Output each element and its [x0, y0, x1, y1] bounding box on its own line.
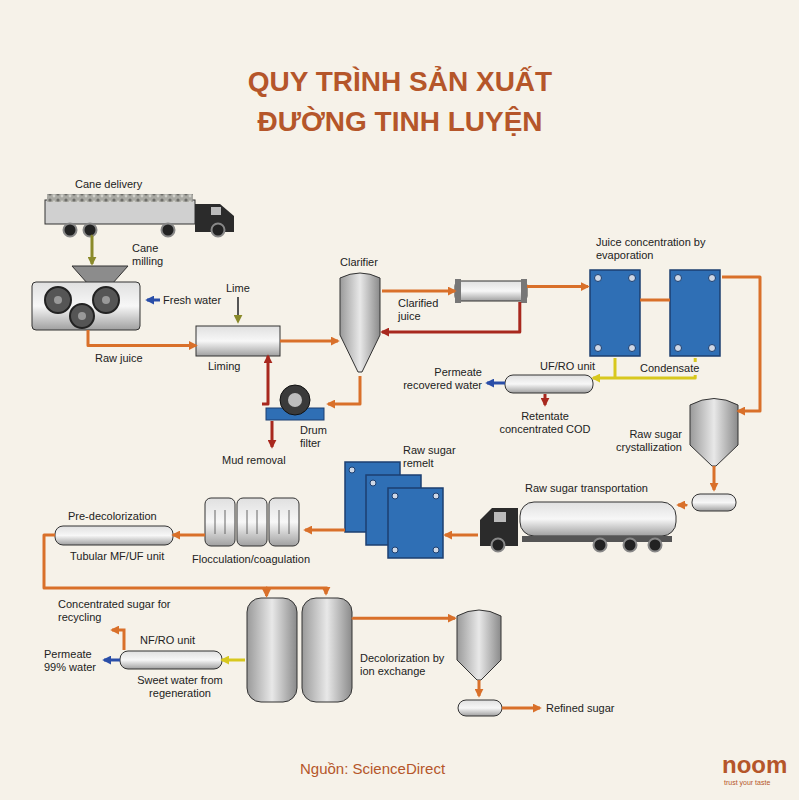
equipment-label: Liming: [208, 360, 258, 373]
flow-arrow: [382, 290, 455, 293]
equipment-node: Cane delivery: [45, 196, 235, 236]
equipment-label: Raw sugar transportation: [525, 482, 675, 495]
equipment-label: Decolorization by ion exchange: [360, 652, 460, 678]
equipment-node: Pre-decolorizationTubular MF/UF unit: [55, 524, 173, 546]
equipment-node: Drum filter: [262, 386, 328, 420]
equipment-label: Clarified juice: [398, 297, 450, 323]
flow-arrow: [44, 535, 267, 596]
diagram-title: QUY TRÌNH SẢN XUẤT ĐƯỜNG TINH LUYỆN: [210, 62, 590, 142]
flow-arrow: [91, 236, 95, 264]
equipment-label: Flocculation/coagulation: [192, 553, 332, 566]
source-caption: Nguồn: ScienceDirect: [300, 760, 500, 778]
equipment-node: Decolorization by ion exchange: [245, 596, 353, 704]
flow-label: Condensate: [640, 362, 710, 375]
equipment-label: Raw sugar remelt: [403, 444, 463, 470]
stream-label: trust your taste: [724, 779, 794, 787]
flow-arrow: [328, 376, 360, 404]
equipment-label: Tubular MF/UF unit: [70, 550, 190, 563]
equipment-label: Cane delivery: [75, 178, 195, 191]
flow-arrow: [353, 616, 455, 620]
equipment-label: UF/RO unit: [540, 360, 610, 373]
flow-arrow: [678, 504, 686, 505]
equipment-label: Drum filter: [300, 424, 340, 450]
flow-arrow: [527, 285, 588, 288]
stream-label: Concentrated sugar for recycling: [58, 598, 183, 624]
equipment-label: Raw sugar crystallization: [596, 428, 682, 454]
equipment-node: Raw sugar crystallization: [686, 398, 738, 512]
flow-arrow: [722, 277, 760, 411]
stream-label: Mud removal: [222, 454, 312, 467]
equipment-label: Pre-decolorization: [68, 510, 188, 523]
flow-arrow: [88, 330, 196, 346]
equipment-node: UF/RO unit: [505, 374, 593, 394]
equipment-label: Clarifier: [340, 256, 400, 269]
stream-label: Permeate recovered water: [396, 366, 482, 392]
flow-arrow: [222, 659, 245, 662]
equipment-node: Flocculation/coagulation: [205, 496, 305, 548]
stream-label: noom: [722, 752, 792, 778]
stream-label: Fresh water: [163, 294, 243, 307]
flow-arrow: [173, 534, 205, 537]
equipment-label: Juice concentration by evaporation: [596, 236, 728, 262]
stream-label: Lime: [226, 282, 266, 295]
flow-label: Raw juice: [95, 352, 165, 365]
flow-label: Sweet water from regeneration: [122, 674, 238, 700]
flow-arrow: [305, 529, 345, 532]
equipment-node: Liming: [196, 326, 280, 356]
flow-arrow: [262, 356, 268, 404]
stream-label: Retentate concentrated COD: [495, 410, 595, 436]
equipment-label: NF/RO unit: [140, 634, 220, 647]
equipment-node: Raw sugar remelt: [345, 462, 445, 558]
equipment-node: Refined sugar: [455, 608, 503, 716]
equipment-node: Clarified juice: [455, 280, 527, 302]
equipment-node: Clarifier: [338, 272, 382, 376]
stream-label: Permeate 99% water: [44, 648, 102, 674]
flow-arrow: [280, 340, 338, 343]
equipment-node: Juice concentration by evaporation: [588, 268, 722, 358]
equipment-node: NF/RO unit: [120, 650, 222, 670]
flow-arrow: [445, 534, 478, 537]
equipment-node: Raw sugar transportation: [478, 500, 678, 550]
equipment-node: Cane milling: [32, 264, 144, 330]
equipment-label: Cane milling: [132, 242, 180, 268]
equipment-label: Refined sugar: [546, 702, 636, 715]
